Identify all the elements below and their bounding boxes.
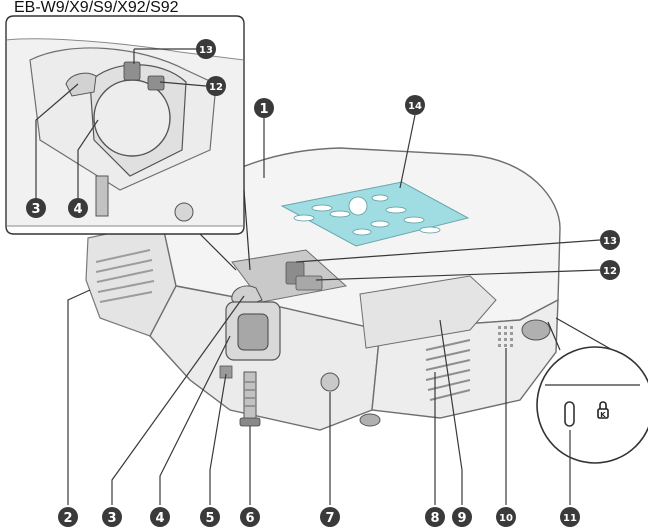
svg-text:9: 9: [457, 511, 466, 526]
svg-text:2: 2: [63, 511, 72, 526]
svg-text:4: 4: [73, 202, 82, 217]
svg-text:12: 12: [209, 82, 223, 93]
control-panel: [280, 181, 470, 247]
callout-10: 10: [496, 507, 516, 527]
callout-1: 1: [254, 98, 274, 118]
svg-text:14: 14: [408, 101, 422, 112]
callout-13: 13: [600, 230, 620, 250]
callout-7: 7: [320, 507, 340, 527]
inset-callout-4: 4: [68, 198, 88, 218]
speaker-grille: [498, 326, 513, 347]
rear-foot-left: [359, 413, 381, 427]
projector-body: [85, 147, 561, 431]
inset-title: EB-W9/X9/S9/X92/S92: [14, 0, 179, 16]
svg-text:5: 5: [205, 511, 214, 526]
callout-9: 9: [452, 507, 472, 527]
callout-leaders: [35, 48, 601, 505]
security-slot-magnifier: K: [536, 317, 648, 464]
svg-text:11: 11: [563, 513, 577, 524]
svg-text:10: 10: [499, 513, 513, 524]
left-vent: [95, 249, 155, 303]
callout-6: 6: [240, 507, 260, 527]
security-slot: [564, 401, 575, 427]
inset-foot: [95, 175, 109, 217]
remote-receiver: [320, 372, 340, 392]
inset-zoom-ring: [147, 75, 165, 91]
callout-3: 3: [102, 507, 122, 527]
callout-12: 12: [600, 260, 620, 280]
svg-text:4: 4: [155, 511, 164, 526]
callout-14: 14: [405, 95, 425, 115]
kensington-lock-icon: K: [597, 401, 609, 419]
front-adjustable-foot: [243, 371, 257, 423]
svg-text:12: 12: [603, 266, 617, 277]
model-inset: EB-W9/X9/S9/X92/S92: [5, 0, 251, 271]
svg-text:K: K: [600, 411, 606, 419]
callout-2: 2: [58, 507, 78, 527]
inset-focus-ring: [123, 61, 141, 81]
control-panel-buttons: [293, 194, 441, 236]
rear-foot-right: [521, 319, 551, 341]
callout-11: 11: [560, 507, 580, 527]
svg-text:3: 3: [31, 202, 40, 217]
callout-5: 5: [200, 507, 220, 527]
svg-text:3: 3: [107, 511, 116, 526]
inset-lens: [93, 79, 171, 157]
callout-4: 4: [150, 507, 170, 527]
inset-callout-12: 12: [206, 76, 226, 96]
svg-text:1: 1: [259, 102, 268, 117]
inset-callout-13: 13: [196, 39, 216, 59]
callout-8: 8: [425, 507, 445, 527]
zoom-ring: [295, 275, 323, 291]
svg-text:7: 7: [325, 511, 334, 526]
svg-text:6: 6: [245, 511, 254, 526]
foot-adjust-lever: [219, 365, 233, 379]
inset-callout-3: 3: [26, 198, 46, 218]
svg-text:8: 8: [430, 511, 439, 526]
svg-text:13: 13: [603, 236, 617, 247]
lens: [237, 313, 269, 351]
exhaust-lid: [359, 275, 497, 349]
svg-text:13: 13: [199, 45, 213, 56]
